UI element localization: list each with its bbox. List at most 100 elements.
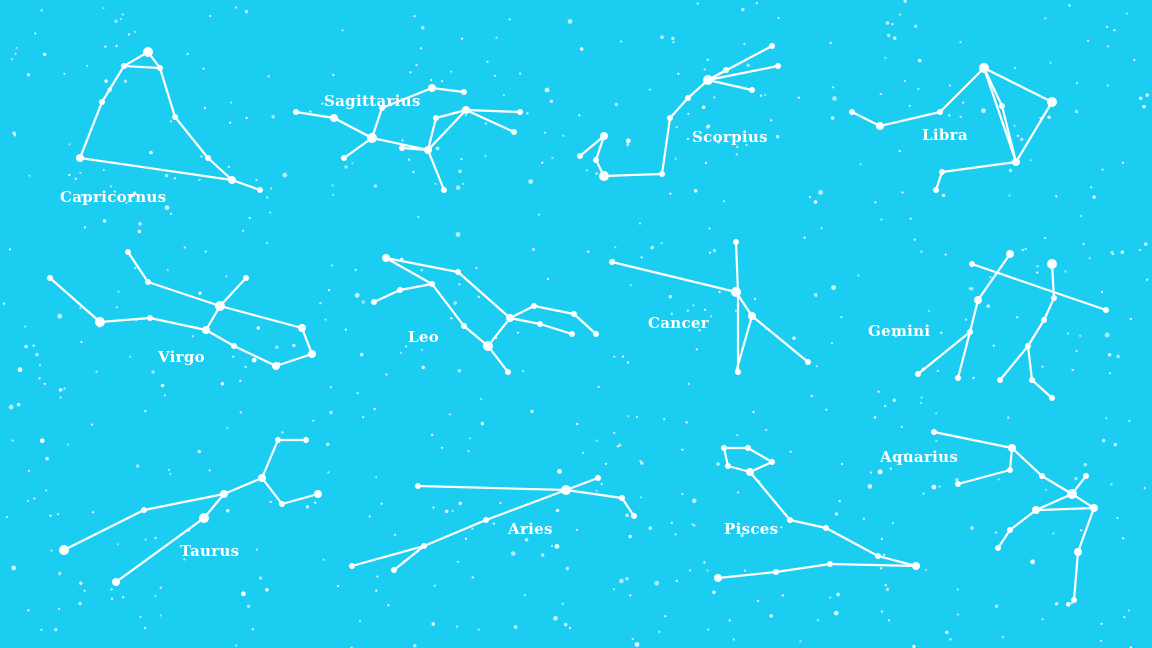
label-aquarius: Aquarius (879, 448, 958, 466)
background-star (686, 309, 689, 312)
background-star (26, 73, 31, 77)
background-star (862, 517, 866, 520)
background-star (1044, 236, 1047, 240)
constellation-leo: Leo (371, 254, 599, 375)
background-star (265, 241, 269, 245)
background-star (908, 104, 911, 107)
background-star (562, 134, 565, 137)
background-star (484, 154, 487, 157)
star (257, 187, 263, 193)
background-star (86, 64, 89, 67)
background-star (550, 544, 554, 548)
background-star (409, 71, 412, 74)
background-star (1083, 463, 1088, 467)
background-star (713, 96, 716, 99)
background-star (129, 355, 132, 358)
background-star (1016, 134, 1020, 137)
background-star (734, 309, 738, 312)
background-star (587, 250, 590, 253)
star (875, 553, 881, 559)
background-star (127, 33, 130, 36)
background-star (421, 26, 425, 30)
background-star (412, 170, 415, 173)
background-star (78, 601, 82, 606)
background-star (1087, 39, 1090, 42)
background-star (887, 619, 891, 622)
star (95, 317, 105, 327)
background-star (970, 287, 974, 291)
star (733, 239, 739, 245)
background-star (880, 218, 883, 221)
background-star (626, 361, 630, 364)
background-star (59, 396, 62, 399)
background-star (1088, 257, 1091, 260)
label-pisces: Pisces (724, 520, 778, 538)
background-star (198, 291, 202, 295)
background-star (292, 343, 296, 348)
background-star (658, 630, 661, 634)
background-star (368, 515, 371, 518)
background-star (137, 229, 142, 234)
background-star (830, 342, 834, 345)
background-star (492, 522, 495, 525)
background-star (948, 114, 951, 117)
background-star (235, 644, 238, 647)
constellation-stars (293, 84, 523, 193)
background-star (524, 538, 529, 542)
background-star (83, 589, 86, 592)
background-star (955, 478, 959, 482)
background-star (341, 29, 344, 32)
star (746, 468, 754, 476)
background-star (510, 551, 516, 556)
background-star (50, 549, 53, 552)
star (298, 324, 306, 332)
background-star (531, 247, 536, 252)
background-star (239, 411, 242, 414)
background-star (832, 96, 837, 101)
background-star (1044, 17, 1047, 20)
star (748, 312, 756, 320)
background-star (693, 524, 696, 527)
background-star (477, 295, 480, 298)
background-star (516, 331, 520, 334)
background-star (375, 589, 378, 592)
background-star (1068, 4, 1071, 7)
background-star (924, 568, 928, 572)
background-star (628, 534, 632, 539)
star (609, 259, 615, 265)
background-star (68, 173, 71, 177)
background-star (597, 385, 600, 388)
star (415, 483, 421, 489)
background-star (780, 526, 783, 529)
background-star (765, 428, 768, 431)
background-star (1121, 161, 1124, 164)
background-star (232, 355, 235, 358)
background-star (92, 511, 95, 514)
background-star (319, 302, 322, 305)
background-star (526, 112, 529, 115)
background-star (640, 496, 643, 499)
background-star (1074, 109, 1079, 114)
background-star (220, 382, 225, 386)
background-star (200, 155, 203, 158)
star (428, 84, 436, 92)
background-star (898, 13, 902, 16)
background-star (625, 577, 629, 581)
star (1006, 250, 1014, 258)
background-star (712, 590, 716, 594)
background-star (83, 226, 86, 229)
star (511, 129, 517, 135)
star (912, 562, 920, 570)
background-star (393, 533, 396, 536)
background-star (901, 191, 904, 194)
background-star (737, 491, 740, 494)
background-star (460, 158, 463, 161)
background-star (453, 301, 457, 305)
background-star (759, 94, 763, 97)
background-star (54, 628, 58, 632)
constellation-gemini: Gemini (868, 250, 1109, 401)
background-star (245, 116, 248, 119)
background-star (1055, 195, 1058, 198)
star (391, 567, 397, 573)
background-star (959, 115, 962, 118)
